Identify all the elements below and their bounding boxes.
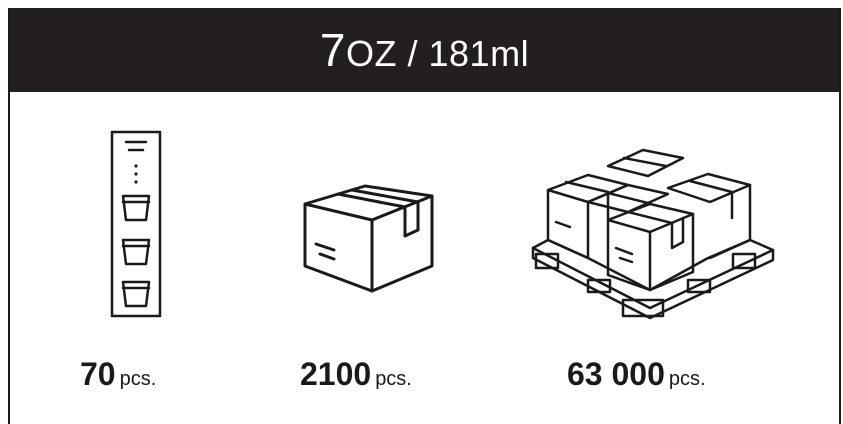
- oz-unit: OZ: [346, 33, 397, 74]
- size-header: 7OZ / 181ml: [10, 8, 839, 92]
- qty-pallet-unit: pcs.: [668, 368, 706, 390]
- qty-box-count: 2100: [300, 356, 372, 392]
- oz-number: 7: [319, 24, 346, 76]
- qty-sleeve-count: 70: [80, 356, 116, 392]
- ml-value: 181ml: [428, 33, 530, 74]
- size-separator: /: [397, 33, 429, 74]
- qty-pallet-count: 63 000: [567, 356, 665, 392]
- packaging-card: 7OZ / 181ml: [8, 8, 841, 424]
- qty-box-unit: pcs.: [375, 368, 412, 390]
- pallet-boxes-icon: [531, 148, 775, 320]
- qty-sleeve-unit: pcs.: [119, 368, 157, 390]
- size-title: 7OZ / 181ml: [320, 23, 529, 77]
- cup-sleeve-icon: [110, 130, 162, 318]
- carton-box-icon: [303, 184, 434, 293]
